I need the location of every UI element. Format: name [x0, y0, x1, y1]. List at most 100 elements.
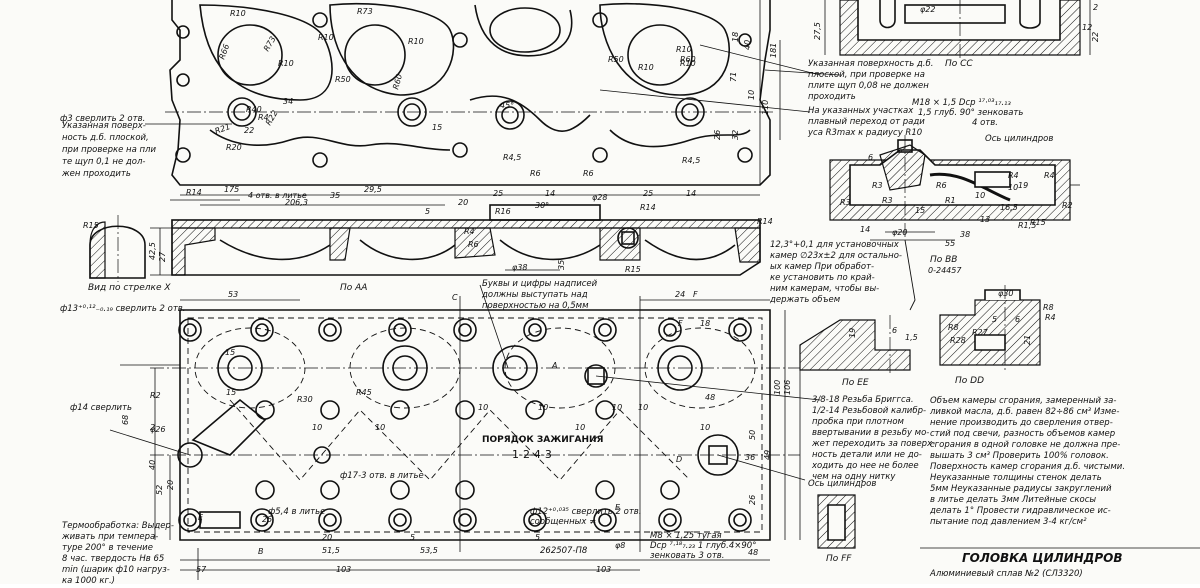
title-block: ГОЛОВКА ЦИЛИНДРОВ Алюминиевый сплав №2 (…: [920, 547, 1200, 579]
stud-hole: [255, 400, 275, 420]
dim-label: 42,5: [148, 242, 157, 260]
stud-hole: [595, 400, 615, 420]
dim-label: R10: [638, 63, 654, 72]
dim-label: R15: [1030, 218, 1046, 227]
dim-label: 55: [945, 239, 955, 248]
bolt-hole: [593, 508, 617, 532]
bolt-hole-bore: [733, 323, 747, 337]
section-ff: [817, 494, 856, 549]
dim-label: R10: [318, 33, 334, 42]
stud-hole: [320, 480, 340, 500]
dim-label: 22: [1091, 32, 1100, 42]
dim-label: 14: [686, 189, 696, 198]
note-line: сгорания в одной головке не должна пре-: [930, 440, 1120, 450]
stud-hole: [455, 400, 475, 420]
note-line: min (шарик ф10 нагруз-: [62, 565, 170, 575]
note-cylinder-axis: Ось цилиндров: [808, 479, 876, 489]
bolt-hole: [523, 318, 547, 342]
dim-label: R8: [1043, 303, 1054, 312]
dim-label: 13: [980, 215, 990, 224]
note-line: пробка при плотном: [812, 417, 905, 427]
note-thread-m18-2: 4 отв.: [972, 118, 998, 128]
dim-label: R73: [357, 7, 373, 16]
dim-label: R4,5: [682, 156, 700, 165]
dim-label: R6: [936, 181, 947, 190]
bolt-hole-bore: [393, 323, 407, 337]
bolt-hole-bore: [598, 323, 612, 337]
note-line: ходить до нее не более: [811, 461, 919, 471]
stud-hole: [255, 480, 275, 500]
dim-label: R6: [468, 240, 479, 249]
note-line: ним камерам, чтобы вы-: [770, 284, 879, 294]
bolt-hole-bore: [393, 513, 407, 527]
note-line: уса R3max к радиусу R10: [807, 128, 922, 138]
dim-label: R50: [608, 55, 624, 64]
note-line: те щуп 0,1 не дол-: [62, 157, 145, 167]
bolt-hole: [388, 508, 412, 532]
note-line: ка 1000 кг.): [62, 576, 115, 584]
note-line: жен проходить: [61, 169, 131, 179]
note-letters-0: Буквы и цифры надписей: [482, 279, 598, 289]
dim-label: φ28: [592, 193, 607, 202]
note-line: делать 1° Провести гидравлическое ис-: [929, 506, 1111, 516]
note-line: стий под свечи, разность объемов камер: [930, 429, 1115, 439]
dim-label: 6: [868, 153, 873, 162]
bolt-hole-bore: [183, 513, 197, 527]
dim-label: R20: [226, 143, 242, 152]
note-line: плоской, при проверке на: [808, 70, 925, 80]
note-line: плавный переход от ради: [808, 117, 925, 127]
dim-label: 48: [748, 548, 758, 557]
dim-label: 12: [1082, 23, 1092, 32]
dim-label: 30°: [535, 201, 549, 210]
dim-label: 53,5: [420, 546, 438, 555]
dim-label: 10: [700, 423, 710, 432]
bolt-hole: [178, 508, 202, 532]
note-line: пытание под давлением 3-4 кг/см²: [930, 517, 1087, 527]
note-thread-m18-1: 1,5 глуб. 90° зенковать: [918, 108, 1023, 118]
bolt-hole: [318, 508, 342, 532]
dim-label: 52: [155, 485, 164, 495]
dim-label: E: [615, 503, 621, 512]
bolt-hole-bore: [458, 323, 472, 337]
section-bb-dims: R3 R6 R4 R1,5 R4 R3 R3 R1 10 19 15 13 16…: [840, 153, 1073, 248]
section-dd-label: По DD: [955, 376, 984, 386]
note-chamber-volume: Объем камеры сгорания, замеренный за- ли…: [929, 396, 1125, 527]
note-line: держать объем: [769, 295, 841, 305]
dim-label: R27: [972, 328, 989, 337]
note-line: 1/2-14 Резьбовой калибр-: [812, 406, 926, 416]
dim-label: 100: [773, 380, 782, 395]
dim-label: 10: [375, 423, 385, 432]
dim-label: R4: [258, 113, 269, 122]
note-line: Поверхность камер сгорания д.б. чистыми.: [930, 462, 1125, 472]
section-dd: [939, 285, 1041, 370]
dim-label: R60: [391, 73, 404, 91]
dim-label: 25: [493, 189, 503, 198]
dim-label: 5: [535, 533, 540, 542]
dim-label: 206,3: [285, 198, 308, 207]
section-aa-label: По АА: [340, 283, 367, 293]
dim-label: 25: [262, 515, 272, 524]
dim-label: R10: [230, 9, 246, 18]
stud-hole: [390, 480, 410, 500]
dim-label: 6: [1015, 315, 1020, 324]
dim-label: R14: [757, 217, 773, 226]
plan-view: [109, 284, 821, 580]
note-line: ых камер При обработ-: [770, 262, 874, 272]
dim-label: R15: [83, 221, 99, 230]
dim-label: 40: [148, 460, 157, 470]
note-line: ность детали или не до-: [812, 450, 922, 460]
dim-label: 25: [643, 189, 653, 198]
dim-label: 15: [225, 348, 235, 357]
dim-label: R10: [278, 59, 294, 68]
dim-label: 29,5: [364, 185, 382, 194]
note-line: Указанная поверхность д.б.: [808, 59, 933, 69]
dim-label: 5: [992, 315, 997, 324]
dim-label: R28: [950, 336, 966, 345]
bolt-hole-bore: [528, 513, 542, 527]
dim-label: 10: [1008, 183, 1018, 192]
dim-label: 6: [892, 326, 897, 335]
bolt-hole-bore: [663, 323, 677, 337]
bolt-hole-bore: [323, 513, 337, 527]
bolt-hole: [728, 508, 752, 532]
dim-label: 24: [675, 290, 685, 299]
